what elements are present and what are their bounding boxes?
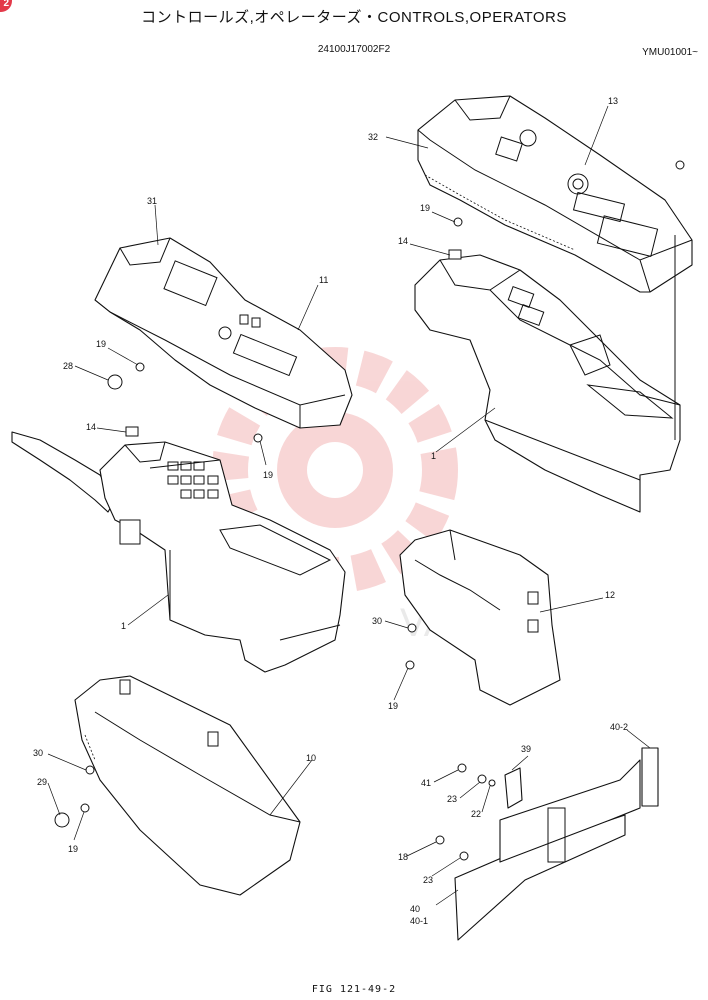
grommet-icon (448, 249, 462, 260)
bolt-icon (457, 763, 467, 773)
switch-panel (167, 461, 219, 499)
callout-19-upper-right: 19 (420, 203, 430, 213)
washer-icon (459, 851, 469, 861)
callout-11: 11 (319, 275, 328, 285)
callout-22: 22 (471, 809, 481, 819)
callout-28: 28 (63, 361, 73, 371)
callout-19-left: 19 (96, 339, 106, 349)
callout-13: 13 (608, 96, 618, 106)
callout-19-center: 19 (263, 470, 273, 480)
left-console-cover (94, 237, 353, 429)
washer-icon (488, 779, 496, 787)
knob-icon (107, 374, 123, 390)
callout-40: 40 (410, 904, 420, 914)
callout-12: 12 (605, 590, 615, 600)
callout-32: 32 (368, 132, 378, 142)
serial-range: YMU01001~ (642, 47, 698, 58)
left-console-frame (11, 431, 346, 673)
knob-icon (54, 812, 70, 828)
bolt-icon (253, 433, 263, 443)
grommet-icon (125, 426, 139, 437)
bolt-icon (435, 835, 445, 845)
callout-31: 31 (147, 196, 157, 206)
fasteners (54, 160, 685, 861)
callout-19-right: 19 (388, 701, 398, 711)
callout-40-2: 40-2 (610, 722, 628, 732)
part-number: 24100J17002F2 (317, 44, 391, 55)
bracket-assembly (454, 747, 659, 941)
callout-39: 39 (521, 744, 531, 754)
callout-19-lower-left: 19 (68, 844, 78, 854)
callout-10: 10 (306, 753, 316, 763)
bolt-icon (407, 623, 417, 633)
callout-23-upper: 23 (447, 794, 457, 804)
callout-1-upper-right: 1 (431, 451, 436, 461)
callout-labels: 32 13 31 11 19 14 19 28 14 19 1 1 30 12 … (33, 96, 628, 926)
bolt-icon (85, 765, 95, 775)
callout-23-lower: 23 (423, 875, 433, 885)
leader-lines (47, 105, 651, 906)
figure-caption: FIG 121-49-2 (311, 984, 397, 995)
callout-1-left: 1 (121, 621, 126, 631)
callout-30-left: 30 (33, 748, 43, 758)
upper-console-frame (414, 235, 681, 513)
callout-40-1: 40-1 (410, 916, 428, 926)
bolt-icon (453, 217, 463, 227)
callout-18: 18 (398, 852, 408, 862)
lower-side-cover (74, 675, 301, 896)
callout-14-left: 14 (86, 422, 96, 432)
right-side-cover (399, 529, 561, 706)
bolt-icon (80, 803, 90, 813)
page-title: コントロールズ,オペレーターズ・CONTROLS,OPERATORS (141, 9, 567, 26)
washer-icon (477, 774, 487, 784)
callout-30-right: 30 (372, 616, 382, 626)
callout-14-upper-right: 14 (398, 236, 408, 246)
callout-29: 29 (37, 777, 47, 787)
bolt-icon (675, 160, 685, 170)
bolt-icon (405, 660, 415, 670)
upper-console-cover (417, 95, 693, 293)
callout-41: 41 (421, 778, 431, 788)
